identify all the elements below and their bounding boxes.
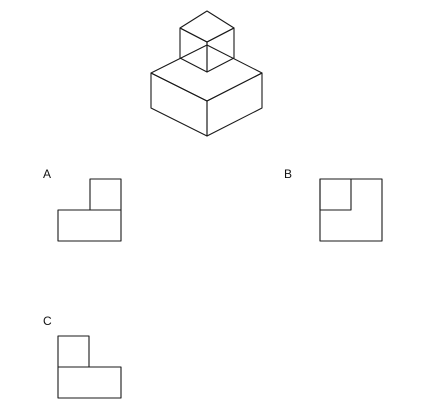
large-block-left-face	[150, 72, 208, 137]
option-b-figure[interactable]	[319, 178, 383, 242]
option-a-label: A	[43, 167, 52, 181]
option-a-bottom-rect	[57, 209, 122, 242]
option-a-figure[interactable]	[57, 178, 122, 242]
option-c-top-rect	[57, 335, 90, 368]
option-b-inner-square	[319, 178, 352, 211]
option-c-bottom-rect	[57, 366, 122, 399]
large-block-right-face	[206, 72, 263, 137]
option-b-label: B	[284, 167, 293, 181]
option-c-label: C	[43, 314, 52, 328]
option-c-figure[interactable]	[57, 335, 122, 399]
isometric-solid	[150, 10, 263, 137]
small-cube-top-face	[179, 10, 235, 43]
option-a-top-rect	[89, 178, 122, 211]
